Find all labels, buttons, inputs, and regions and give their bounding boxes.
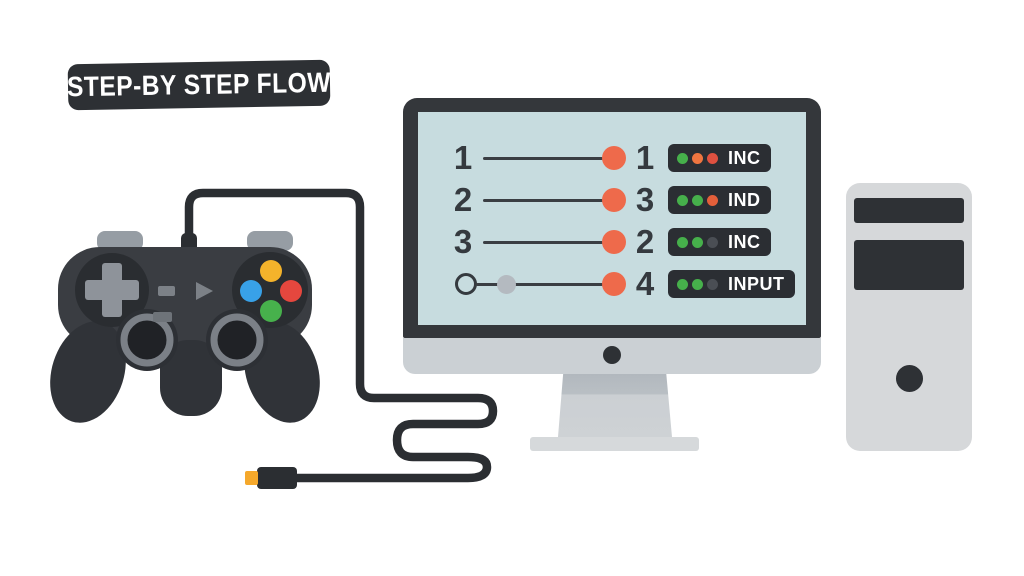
power-button-icon: [895, 365, 923, 392]
select-button: [158, 286, 175, 296]
connector-line: [483, 198, 603, 202]
status-badge-label: INPUT: [728, 273, 785, 294]
monitor-chin: [403, 338, 821, 374]
status-badge-label: IND: [728, 189, 761, 210]
status-badge: INC: [668, 228, 771, 256]
step-number-left: 2: [453, 181, 473, 218]
endpoint-dot: [602, 188, 626, 212]
start-button-icon: [196, 282, 213, 300]
step-number-left: 3: [453, 223, 473, 260]
flow-row-1: 1 1 INC: [418, 139, 806, 176]
status-dot: [692, 194, 703, 206]
status-dot: [677, 278, 688, 290]
monitor-bezel: 1 1 INC 2 3: [403, 98, 821, 338]
cable-path: [184, 188, 498, 483]
status-dot: [677, 194, 688, 206]
center-small-button: [153, 312, 172, 322]
action-buttons-well: [232, 252, 308, 328]
tower-drive-slot-top: [854, 198, 964, 223]
status-dot: [692, 278, 703, 290]
endpoint-dot: [602, 146, 626, 170]
right-shoulder-button: [247, 231, 293, 251]
step-number-right: 1: [635, 139, 655, 176]
page-title: STEP-BY STEP FLOW: [66, 66, 332, 103]
usb-connector-tip: [245, 471, 258, 485]
monitor-stand-neck: [558, 374, 672, 437]
left-analog-stick: [120, 313, 174, 367]
connector-line: [483, 156, 603, 160]
gray-dot-icon: [497, 274, 516, 294]
monitor-screen: 1 1 INC 2 3: [418, 112, 806, 325]
status-dot: [707, 278, 718, 290]
action-button-yellow: [260, 260, 282, 282]
status-badge: IND: [668, 186, 771, 214]
status-badge-label: INC: [728, 231, 761, 252]
step-number-left: 1: [453, 139, 473, 176]
step-number-right: 2: [635, 223, 655, 260]
pc-tower: [846, 183, 972, 451]
usb-cable: [184, 188, 498, 489]
status-dot: [692, 152, 703, 164]
endpoint-dot: [602, 272, 626, 296]
status-badge: INC: [668, 144, 771, 172]
dpad-icon-horizontal: [85, 280, 139, 300]
tower-drive-slot-bottom: [854, 240, 964, 290]
open-circle-icon: [455, 273, 477, 295]
status-dot: [707, 152, 718, 164]
endpoint-dot: [602, 230, 626, 254]
flow-row-3: 3 2 INC: [418, 223, 806, 260]
left-shoulder-button: [97, 231, 143, 251]
status-dot: [677, 236, 688, 248]
action-button-green: [260, 300, 282, 322]
connector-line: [476, 282, 603, 286]
status-badge-label: INC: [728, 147, 761, 168]
monitor-stand-base: [530, 437, 699, 451]
status-dot: [707, 236, 718, 248]
status-dot: [707, 194, 718, 206]
step-number-right: 4: [635, 265, 655, 302]
usb-connector-icon: [257, 467, 297, 489]
step-number-right: 3: [635, 181, 655, 218]
left-grip: [50, 321, 126, 423]
flow-row-4: 4 INPUT: [418, 265, 806, 302]
camera-dot-icon: [603, 346, 621, 364]
status-dot: [677, 152, 688, 164]
game-controller: [50, 231, 320, 423]
action-button-red: [280, 280, 302, 302]
center-grip: [160, 340, 222, 416]
right-analog-stick: [210, 313, 264, 367]
flow-row-2: 2 3 IND: [418, 181, 806, 218]
status-dot: [692, 236, 703, 248]
connector-line: [483, 240, 603, 244]
status-badge: INPUT: [668, 270, 795, 298]
title-badge: STEP-BY STEP FLOW: [66, 59, 332, 111]
action-button-blue: [240, 280, 262, 302]
